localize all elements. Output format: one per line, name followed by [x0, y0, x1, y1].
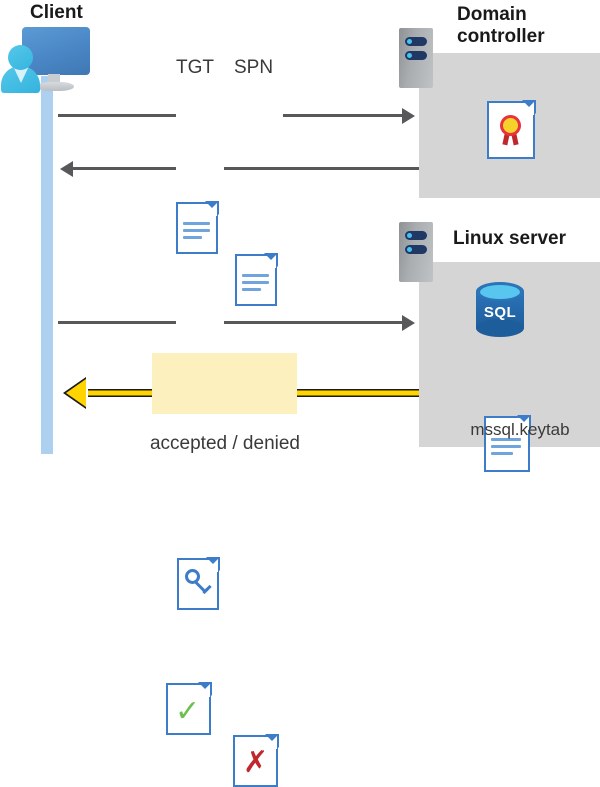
- ticket-arrow-line-left: [73, 167, 176, 170]
- present-key-document-icon: [177, 557, 220, 610]
- server-led-bar-1: [405, 37, 427, 46]
- user-head-icon: [8, 45, 33, 70]
- spn-document-icon: [235, 253, 278, 306]
- certificate-seal-icon: [499, 115, 523, 146]
- keytab-file-label: mssql.keytab: [470, 420, 570, 439]
- accepted-document-icon: ✓: [166, 682, 212, 735]
- check-icon: ✓: [175, 694, 201, 729]
- client-lifeline: [41, 76, 53, 454]
- key-icon: [185, 569, 212, 595]
- present-ticket-arrow-head: [402, 315, 415, 331]
- server-led-bar-1: [405, 231, 427, 240]
- linux-server-icon: [399, 222, 433, 282]
- tgt-label: TGT: [176, 57, 214, 78]
- domain-controller-server-icon: [399, 28, 433, 88]
- domain-controller-title: Domain controller: [457, 4, 545, 47]
- request-arrow-line-left: [58, 114, 176, 117]
- server-led-bar-2: [405, 51, 427, 60]
- sql-database-icon: SQL: [476, 282, 524, 338]
- cross-icon: ✗: [243, 745, 269, 780]
- client-title: Client: [30, 2, 83, 23]
- accepted-denied-label: accepted / denied: [149, 433, 300, 454]
- request-arrow-head: [402, 108, 415, 124]
- ticket-arrow-head: [60, 161, 73, 177]
- result-arrow-head: [66, 379, 86, 407]
- monitor-screen-icon: [22, 27, 90, 75]
- present-ticket-arrow-line-right: [224, 321, 402, 324]
- certificate-icon: [487, 100, 536, 159]
- ticket-arrow-line-right: [224, 167, 419, 170]
- request-arrow-line-right: [283, 114, 402, 117]
- linux-server-title: Linux server: [453, 228, 566, 249]
- server-led-bar-2: [405, 245, 427, 254]
- monitor-stand-icon: [48, 74, 60, 84]
- sql-badge-label: SQL: [483, 304, 517, 321]
- tgt-document-icon: [176, 201, 219, 254]
- result-arrow-line-right: [297, 389, 419, 397]
- spn-label: SPN: [234, 57, 274, 78]
- present-ticket-arrow-line-left: [58, 321, 176, 324]
- result-arrow-line-left: [88, 389, 152, 397]
- user-collar-icon: [13, 66, 29, 83]
- monitor-base-icon: [36, 82, 74, 91]
- denied-document-icon: ✗: [233, 734, 279, 787]
- client-workstation-icon: [0, 0, 100, 100]
- decision-highlight-box: [152, 353, 297, 414]
